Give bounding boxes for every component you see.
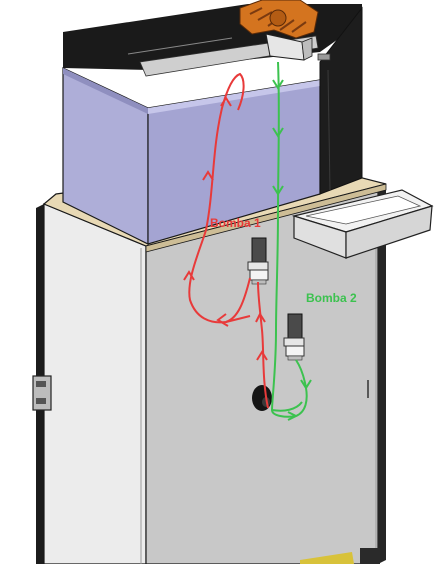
pump-2 — [283, 313, 305, 361]
door-hinge-icon — [32, 375, 52, 411]
fan-assembly-icon — [239, 0, 319, 39]
front-cabinet — [145, 186, 386, 564]
pump1-label: Bomba 1 — [210, 216, 261, 230]
pump2-label: Bomba 2 — [306, 291, 357, 305]
pump2-flow-path — [270, 61, 312, 421]
outlet-block — [265, 33, 331, 61]
drip-tray — [291, 189, 434, 259]
upper-tank — [62, 4, 363, 245]
left-door — [36, 203, 147, 564]
pump1-flow-path — [183, 72, 269, 409]
drain-hole-icon — [252, 385, 272, 411]
